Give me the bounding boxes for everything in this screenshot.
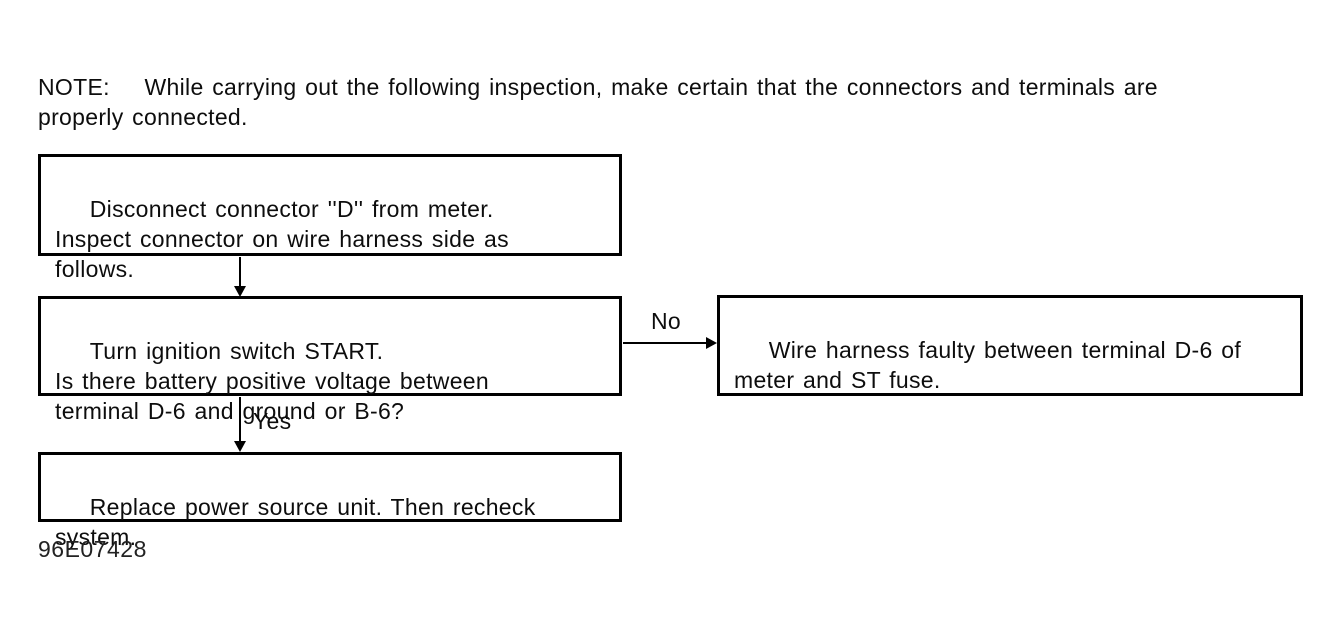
edge-label-yes: Yes xyxy=(253,408,292,434)
flow-arrow-down-1-head-icon xyxy=(234,286,246,297)
flow-arrow-down-yes xyxy=(239,397,241,442)
note-text: NOTE: While carrying out the following i… xyxy=(38,74,1158,130)
figure-code: 96E07428 xyxy=(38,536,147,562)
flow-box-text: Replace power source unit. Then recheck … xyxy=(55,494,536,550)
flow-box-disconnect-connector: Disconnect connector ''D'' from meter. I… xyxy=(38,154,622,282)
edge-label-no: No xyxy=(651,308,682,334)
flow-arrow-right-no xyxy=(623,342,707,344)
flow-box-text: Wire harness faulty between terminal D-6… xyxy=(734,337,1242,393)
flow-box-ignition-check: Turn ignition switch START. Is there bat… xyxy=(38,296,622,424)
flow-box-text: Disconnect connector ''D'' from meter. I… xyxy=(55,196,509,282)
flow-box-replace-power-source: Replace power source unit. Then recheck … xyxy=(38,452,622,550)
flow-box-wire-harness-faulty: Wire harness faulty between terminal D-6… xyxy=(717,295,1303,396)
flow-arrow-down-1 xyxy=(239,257,241,287)
flow-box-text: Turn ignition switch START. Is there bat… xyxy=(55,338,489,424)
flow-arrow-right-no-head-icon xyxy=(706,337,717,349)
flow-arrow-down-yes-head-icon xyxy=(234,441,246,452)
